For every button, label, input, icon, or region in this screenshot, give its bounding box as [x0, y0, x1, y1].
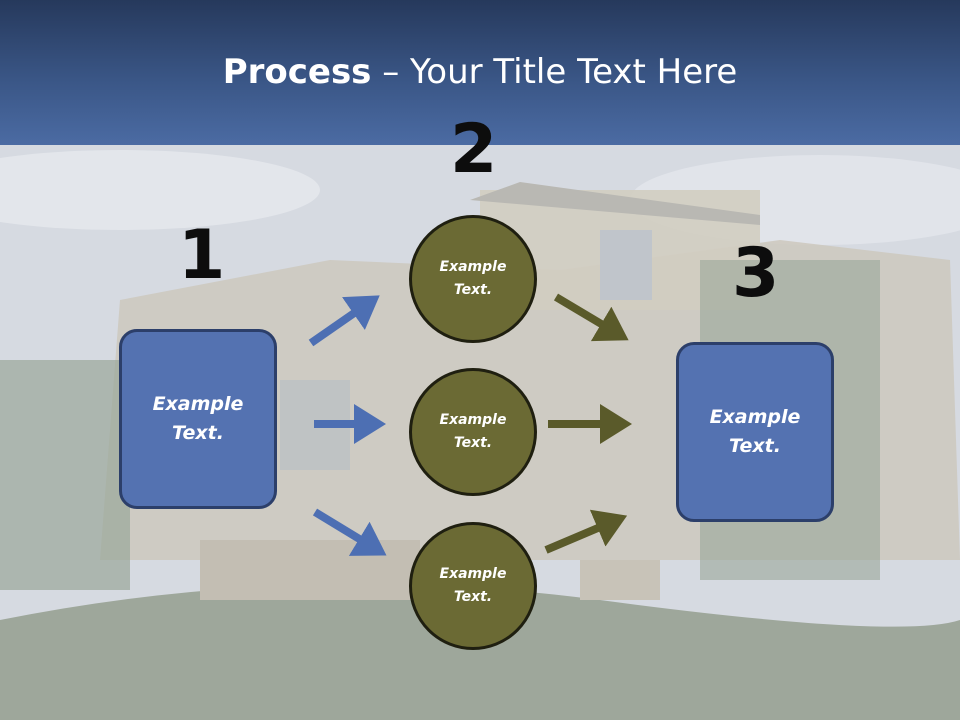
circle-middle-label: Example Text. [439, 412, 507, 451]
circle-bottom: Example Text. [409, 522, 537, 650]
step-number-3: 3 [732, 234, 780, 313]
arrow-down-right [312, 508, 387, 556]
step-number-2: 2 [450, 110, 498, 189]
arrow-to-box-top [553, 293, 629, 342]
right-text-box: Example Text. [676, 342, 834, 522]
title-bar [0, 0, 960, 145]
title-rest: – Your Title Text Here [371, 52, 738, 92]
left-box-label: Example Text. [152, 393, 244, 444]
circle-bottom-label: Example Text. [439, 566, 507, 605]
step-number-1: 1 [178, 216, 226, 295]
slide-title: Process – Your Title Text Here [0, 52, 960, 92]
arrow-up-right [308, 295, 380, 347]
circle-top: Example Text. [409, 215, 537, 343]
circle-middle: Example Text. [409, 368, 537, 496]
left-text-box: Example Text. [119, 329, 277, 509]
title-bold: Process [222, 52, 372, 92]
arrow-to-box-bottom [544, 509, 628, 554]
circle-top-label: Example Text. [439, 259, 507, 298]
right-box-label: Example Text. [709, 406, 801, 457]
